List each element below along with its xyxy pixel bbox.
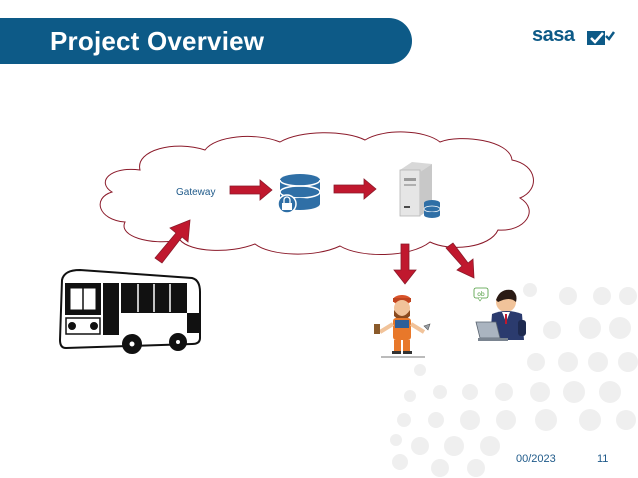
arrow-database-to-server: [333, 178, 377, 200]
page-number: 11: [597, 453, 609, 465]
database-lock-icon: [277, 174, 321, 214]
gateway-label: Gateway: [176, 187, 216, 198]
arrow-server-to-office: [445, 242, 475, 279]
footer-date: 00/2023: [516, 453, 556, 465]
office-worker-icon: ob: [473, 287, 526, 341]
title-bar: [0, 18, 412, 64]
slide-title: Project Overview: [50, 26, 265, 56]
arrow-server-to-mechanic: [393, 243, 417, 285]
company-logo-text: sasa: [532, 24, 575, 46]
arrow-gateway-to-database: [229, 179, 273, 201]
logo-check-icon: [587, 31, 616, 45]
mechanic-icon: [374, 295, 431, 358]
bus-icon: [58, 268, 201, 354]
arrow-bus-to-gateway: [154, 219, 191, 264]
server-icon: [399, 162, 441, 218]
svg-text:ob: ob: [477, 291, 485, 298]
